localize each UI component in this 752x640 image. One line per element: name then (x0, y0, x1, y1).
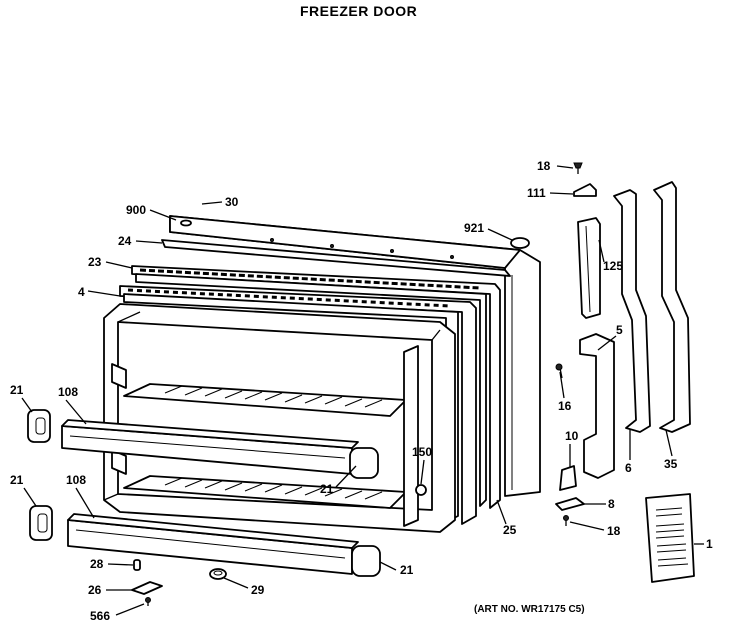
door-outer-panel (169, 215, 541, 497)
end-cap-21-left-bottom (29, 505, 53, 541)
callout-921: 921 (464, 221, 484, 235)
callout-labels: 18 111 30 900 921 24 125 23 4 5 16 21 10… (10, 159, 713, 623)
handle-35 (653, 181, 691, 433)
strip-24 (161, 239, 511, 277)
callout-16: 16 (558, 399, 572, 413)
shelf-bar-108-bottom (67, 513, 359, 575)
callout-4: 4 (78, 285, 85, 299)
screw-566 (145, 597, 151, 606)
plug-921 (510, 237, 530, 249)
callout-21: 21 (400, 563, 414, 577)
diagram-title: FREEZER DOOR (300, 3, 417, 19)
hinge-5 (579, 333, 615, 479)
callout-10: 10 (565, 429, 579, 443)
inner-liner (103, 303, 456, 533)
callout-566: 566 (90, 609, 110, 623)
callout-8: 8 (608, 497, 615, 511)
callout-24: 24 (118, 234, 132, 248)
handle-6 (613, 189, 651, 433)
leader-lines (21, 165, 704, 616)
callout-18: 18 (537, 159, 551, 173)
bracket-111 (573, 183, 597, 197)
callout-21: 21 (320, 482, 334, 496)
callout-150: 150 (412, 445, 432, 459)
callout-21: 21 (10, 383, 24, 397)
callout-108: 108 (58, 385, 78, 399)
callout-6: 6 (625, 461, 632, 475)
callout-30: 30 (225, 195, 239, 209)
screw-18-top (573, 162, 583, 174)
callout-35: 35 (664, 457, 678, 471)
end-cap-21-bottom (351, 545, 381, 577)
clip-10 (559, 465, 577, 491)
bracket-26 (131, 581, 163, 595)
callout-900: 900 (126, 203, 146, 217)
gasket-23 (131, 265, 501, 509)
end-cap-21-left-top (27, 409, 51, 443)
literature-1 (645, 493, 695, 583)
callout-21: 21 (10, 473, 24, 487)
callout-29: 29 (251, 583, 265, 597)
callout-1: 1 (706, 537, 713, 551)
screw-16 (555, 363, 563, 379)
callout-18: 18 (607, 524, 621, 538)
callout-5: 5 (616, 323, 623, 337)
channel-125 (577, 217, 601, 319)
callout-23: 23 (88, 255, 102, 269)
callout-108: 108 (66, 473, 86, 487)
screw-18-bottom (563, 515, 569, 526)
bumper-29 (209, 568, 227, 580)
callout-26: 26 (88, 583, 102, 597)
callout-25: 25 (503, 523, 517, 537)
clip-8 (555, 497, 585, 511)
callout-28: 28 (90, 557, 104, 571)
art-number: (ART NO. WR17175 C5) (474, 604, 585, 615)
pin-28 (133, 559, 141, 571)
button-150 (415, 484, 427, 496)
end-cap-21-center (349, 447, 379, 479)
callout-125: 125 (603, 259, 623, 273)
callout-111: 111 (527, 186, 546, 200)
